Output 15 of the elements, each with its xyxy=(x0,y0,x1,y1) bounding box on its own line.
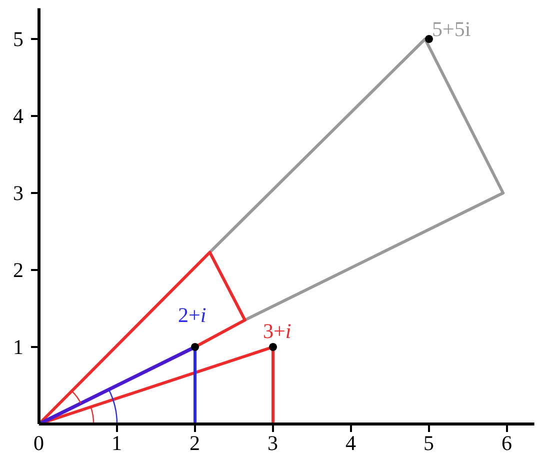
tick-label: 2 xyxy=(13,259,24,281)
tick-label: 0 xyxy=(34,432,44,454)
tick-label: 1 xyxy=(112,432,122,454)
tick-label: 5 xyxy=(424,432,434,454)
point-label: 2+i xyxy=(178,304,206,326)
tick-label: 6 xyxy=(502,432,512,454)
tick-label: 4 xyxy=(346,432,356,454)
tick-label: 3 xyxy=(268,432,278,454)
tick-label: 3 xyxy=(13,182,24,204)
tick-label: 1 xyxy=(13,336,24,358)
point-label: 5+5i xyxy=(432,18,471,40)
tick-label: 2 xyxy=(190,432,200,454)
tick-label: 4 xyxy=(13,105,24,127)
point-label: 3+i xyxy=(263,320,292,342)
tick-label: 5 xyxy=(13,28,24,50)
